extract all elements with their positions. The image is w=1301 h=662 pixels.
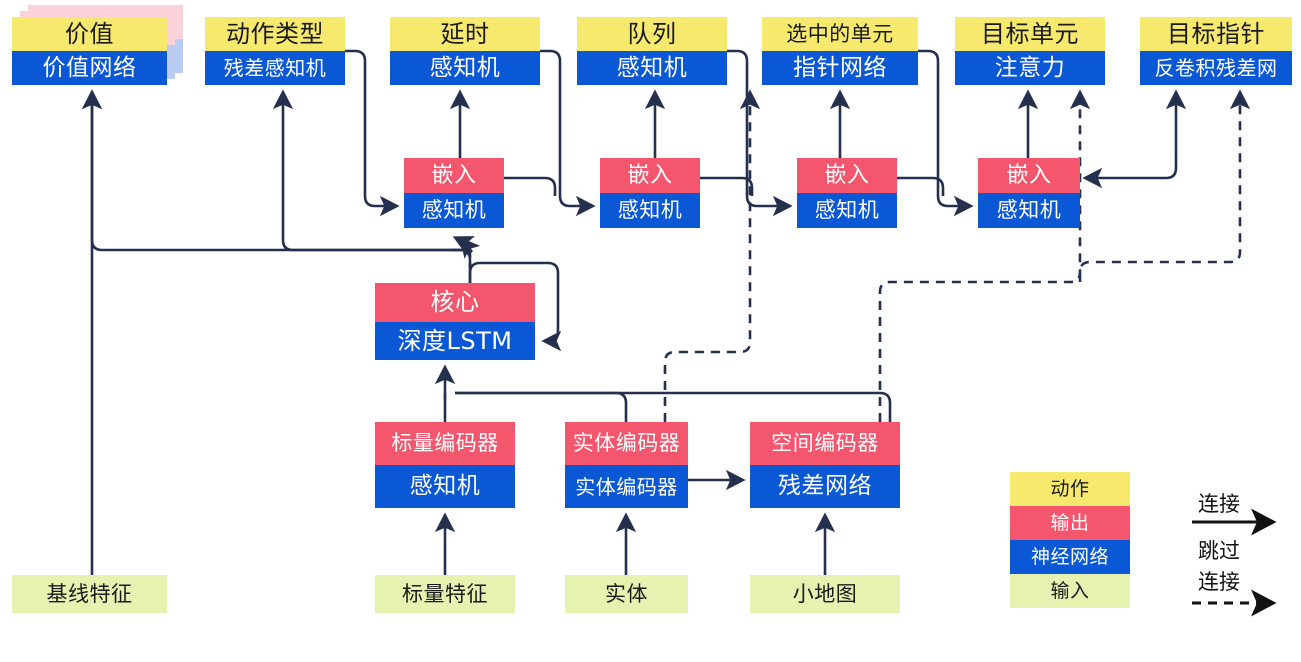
input-scalar-features[interactable]: 标量特征 (375, 575, 515, 613)
legend-connection-label: 连接 (1198, 492, 1240, 516)
encoder-entity-encoder-network-label: 实体编码器 (565, 465, 688, 508)
encoder-scalar-encoder-network-label: 感知机 (375, 465, 515, 508)
embed-4-network-label: 感知机 (978, 193, 1080, 228)
head-value-network-label: 价值网络 (12, 51, 167, 85)
encoder-scalar-encoder[interactable]: 标量编码器感知机 (375, 422, 515, 508)
wire-embed-3-chain (897, 176, 945, 196)
embed-4-output-label: 嵌入 (978, 158, 1080, 193)
wire-embed-2-chain (700, 176, 754, 196)
input-scalar-features-label: 标量特征 (375, 575, 515, 613)
skip-connections (663, 89, 1251, 422)
core-network-label: 深度LSTM (375, 321, 535, 360)
embed-2-network-label: 感知机 (600, 193, 700, 228)
head-target-unit-action-label: 目标单元 (955, 17, 1105, 51)
legend-network: 神经网络 (1010, 540, 1130, 574)
skip-entity-encoder-to-selected-unit (663, 89, 761, 422)
legend-skip-label-line2: 连接 (1198, 570, 1240, 594)
head-delay[interactable]: 延时感知机 (390, 17, 540, 85)
encoder-scalar-encoder-output-label: 标量编码器 (375, 422, 515, 465)
head-target-unit[interactable]: 目标单元注意力 (955, 17, 1105, 85)
embed-3-network-label: 感知机 (797, 193, 897, 228)
wire-core-bus-left-stub (450, 248, 472, 259)
encoder-entity-encoder[interactable]: 实体编码器实体编码器 (565, 422, 688, 508)
input-baseline-features-label: 基线特征 (12, 575, 167, 613)
wire-core-up (452, 250, 470, 283)
head-value[interactable]: 价值价值网络 (12, 17, 167, 85)
legend-input: 输入 (1010, 574, 1130, 608)
head-value-action-label: 价值 (12, 17, 167, 51)
input-baseline-features[interactable]: 基线特征 (12, 575, 167, 613)
legend-action: 动作 (1010, 472, 1130, 506)
head-queue[interactable]: 队列感知机 (577, 17, 727, 85)
wire-spatial-encoder-bus (455, 391, 892, 422)
head-target-point-network-label: 反卷积残差网 (1140, 51, 1292, 85)
embed-1-network-label: 感知机 (404, 193, 504, 228)
head-selected-network-label: 指针网络 (762, 51, 918, 85)
head-target-point[interactable]: 目标指针反卷积残差网 (1140, 17, 1292, 85)
wire-pointer-column-to-embed-4 (1082, 150, 1178, 189)
embed-2[interactable]: 嵌入感知机 (600, 158, 700, 228)
input-minimap-label: 小地图 (750, 575, 900, 613)
wire-embed-4-right-in (1080, 150, 1176, 178)
wire-core-to-embed-1 (452, 236, 475, 255)
encoder-spatial-encoder-output-label: 空间编码器 (750, 422, 900, 465)
wire-entity-encoder-bus (455, 391, 628, 422)
head-selected[interactable]: 选中的单元指针网络 (762, 17, 918, 85)
encoder-spatial-encoder-network-label: 残差网络 (750, 465, 900, 508)
embed-4[interactable]: 嵌入感知机 (978, 158, 1080, 228)
input-minimap[interactable]: 小地图 (750, 575, 900, 613)
encoder-entity-encoder-output-label: 实体编码器 (565, 422, 688, 465)
core-block[interactable]: 核心深度LSTM (375, 283, 535, 360)
wire-core-branch-to-embed-1 (459, 237, 481, 259)
embed-1[interactable]: 嵌入感知机 (404, 158, 504, 228)
head-target-unit-network-label: 注意力 (955, 51, 1105, 85)
wire-embed-1-chain (504, 176, 557, 196)
input-entities[interactable]: 实体 (565, 575, 688, 613)
embed-3-output-label: 嵌入 (797, 158, 897, 193)
encoder-spatial-encoder[interactable]: 空间编码器残差网络 (750, 422, 900, 508)
embed-1-output-label: 嵌入 (404, 158, 504, 193)
wire-action-type-to-embed-1 (345, 49, 400, 217)
head-queue-network-label: 感知机 (577, 51, 727, 85)
wire-core-bus-right-stub (470, 250, 480, 272)
head-action-type-network-label: 残差感知机 (205, 51, 345, 85)
head-delay-network-label: 感知机 (390, 51, 540, 85)
head-selected-action-label: 选中的单元 (762, 17, 918, 51)
legend-skip-label-line1: 跳过 (1198, 539, 1240, 563)
head-queue-action-label: 队列 (577, 17, 727, 51)
head-target-point-action-label: 目标指针 (1140, 17, 1292, 51)
core-output-label: 核心 (375, 283, 535, 322)
embed-2-output-label: 嵌入 (600, 158, 700, 193)
skip-spatial-encoder-to-target-pointer (1078, 89, 1251, 282)
embed-3[interactable]: 嵌入感知机 (797, 158, 897, 228)
skip-spatial-encoder-to-target-unit (878, 89, 1091, 422)
legend-output: 输出 (1010, 506, 1130, 540)
head-action-type[interactable]: 动作类型残差感知机 (205, 17, 345, 85)
head-action-type-action-label: 动作类型 (205, 17, 345, 51)
legend: 动作输出神经网络输入 (1010, 472, 1130, 608)
head-delay-action-label: 延时 (390, 17, 540, 51)
input-entities-label: 实体 (565, 575, 688, 613)
